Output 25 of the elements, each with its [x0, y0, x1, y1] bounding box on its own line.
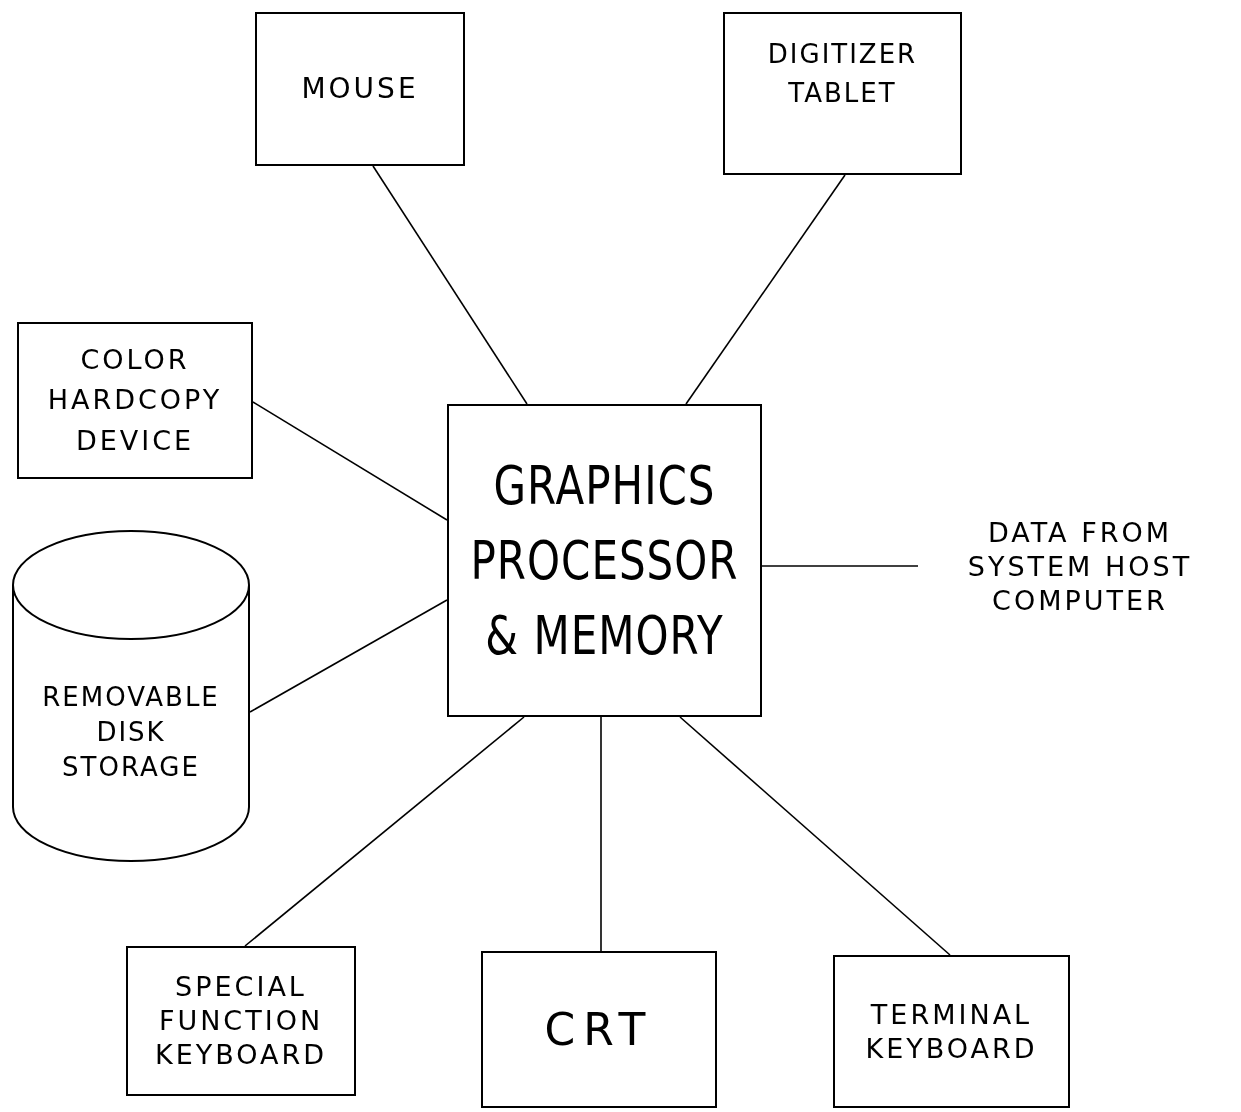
connector-line [685, 174, 846, 405]
process-box [723, 12, 962, 175]
connector-line [249, 599, 448, 713]
process-box [447, 404, 762, 717]
node-label: GRAPHICS PROCESSOR & MEMORY [469, 453, 740, 668]
process-box [17, 322, 253, 479]
connector-line [252, 401, 448, 521]
node-label: DATA FROM SYSTEM HOST COMPUTER [966, 516, 1194, 618]
connector-line [372, 165, 528, 405]
process-box [255, 12, 465, 166]
storage-cylinder [12, 530, 250, 862]
connector-line [761, 565, 919, 567]
connector-line [679, 716, 951, 956]
node-label: REMOVABLE DISK STORAGE [41, 681, 221, 784]
process-box [481, 951, 717, 1108]
node-label: TERMINAL KEYBOARD [864, 997, 1039, 1066]
node-label: COLOR HARDCOPY DEVICE [46, 342, 224, 458]
node-label: DIGITIZER TABLET [766, 37, 919, 110]
process-box [126, 946, 356, 1096]
node-label: MOUSE [301, 71, 419, 107]
node-label: CRT [544, 1002, 654, 1057]
process-box [833, 955, 1070, 1108]
connector-line [244, 716, 525, 947]
connector-line [600, 716, 602, 952]
node-label: SPECIAL FUNCTION KEYBOARD [153, 970, 329, 1072]
